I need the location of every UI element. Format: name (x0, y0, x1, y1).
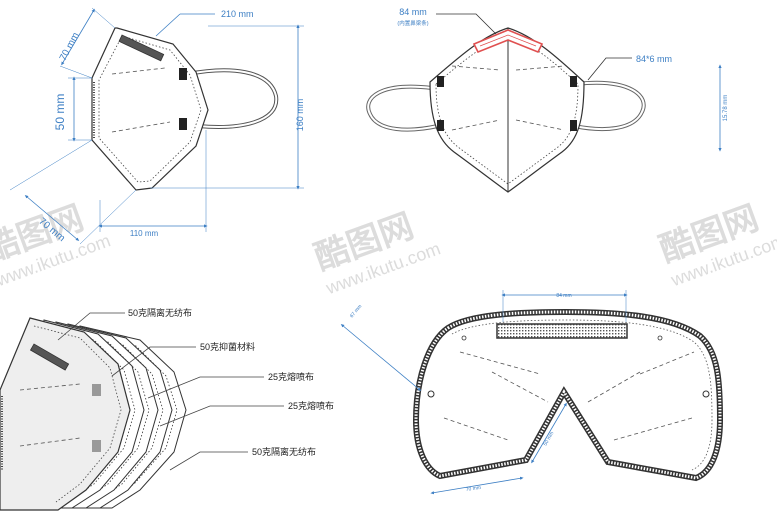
layer-label-3: 25克熔喷布 (268, 371, 314, 382)
watermark-2: 酷图网 www.ikutu.com (310, 207, 443, 299)
watermark-3: 酷图网 www.ikutu.com (655, 199, 777, 291)
side-nose-clip (118, 34, 165, 62)
layer-label-2: 50克抑菌材料 (200, 341, 255, 352)
flat-dim-notch: 50 mm (543, 431, 556, 447)
front-nose-clip (472, 29, 544, 54)
front-mask-body (429, 27, 585, 193)
flat-dim-bottom-left: 70 mm (465, 485, 481, 493)
layer-label-5: 50克隔离无纺布 (252, 446, 316, 457)
side-view: 210 mm 160 mm 70 mm 50 mm 70 mm 110 mm (9, 7, 305, 245)
front-dim-nose-clip-note: (内置鼻梁条) (397, 19, 428, 27)
front-dim-nose-clip: 84 mm (399, 7, 427, 17)
layer-1 (0, 317, 131, 511)
flat-pattern-view: 84 mm 67 mm 70 mm 50 mm (340, 290, 724, 495)
front-dim-ear-strap: 84*6 mm (636, 54, 672, 64)
side-dim-left-mid: 50 mm (53, 94, 67, 131)
front-view: 84 mm (内置鼻梁条) 84*6 mm 15.78 mm (366, 7, 729, 193)
flat-dim-side: 67 mm (349, 304, 363, 320)
side-dim-width: 210 mm (221, 9, 254, 19)
flat-nose-clip (496, 323, 628, 339)
layer-label-4: 25克熔喷布 (288, 400, 334, 411)
layer-label-1: 50克隔离无纺布 (128, 307, 192, 318)
side-dim-left-top: 70 mm (58, 31, 82, 63)
front-dim-strap-height: 15.78 mm (723, 95, 729, 122)
flat-dim-top: 84 mm (556, 293, 571, 299)
watermark-1: 酷图网 www.ikutu.com (0, 199, 113, 291)
layers-view: 50克隔离无纺布 50克抑菌材料 25克熔喷布 25克熔喷布 50克隔离无纺布 (0, 307, 334, 511)
side-dim-height: 160 mm (295, 99, 305, 132)
side-dim-bottom: 110 mm (130, 229, 159, 238)
